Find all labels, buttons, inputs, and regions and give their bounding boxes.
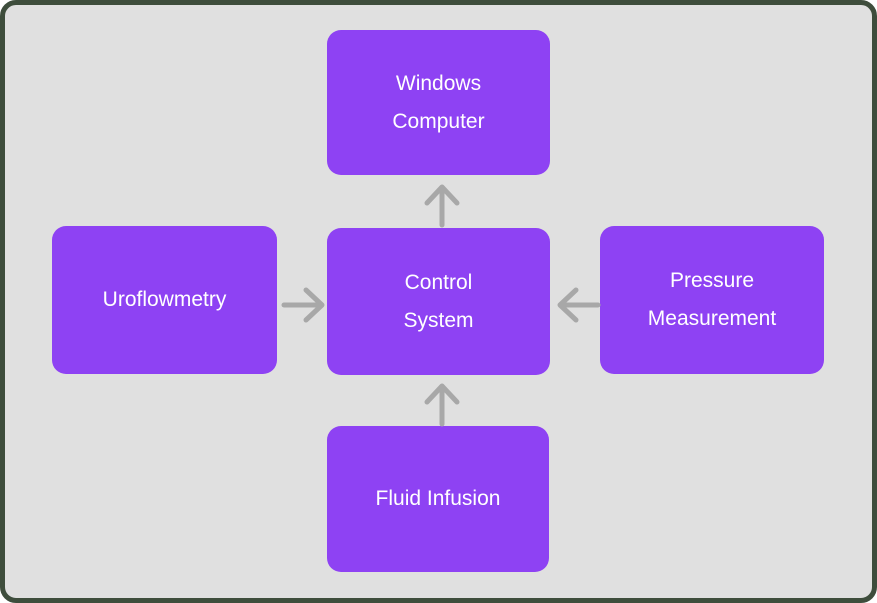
- node-pressure-measurement: Pressure Measurement: [600, 226, 824, 374]
- node-uroflowmetry: Uroflowmetry: [52, 226, 277, 374]
- node-control-system: Control System: [327, 228, 550, 375]
- arrow-uroflowmetry-to-control-icon: [280, 282, 330, 333]
- arrow-pressure-to-control-icon: [552, 282, 602, 333]
- arrow-fluid-to-control-icon: [419, 378, 465, 433]
- node-fluid-infusion: Fluid Infusion: [327, 426, 549, 572]
- node-windows-computer: Windows Computer: [327, 30, 550, 175]
- arrow-control-to-windows-icon: [419, 179, 465, 234]
